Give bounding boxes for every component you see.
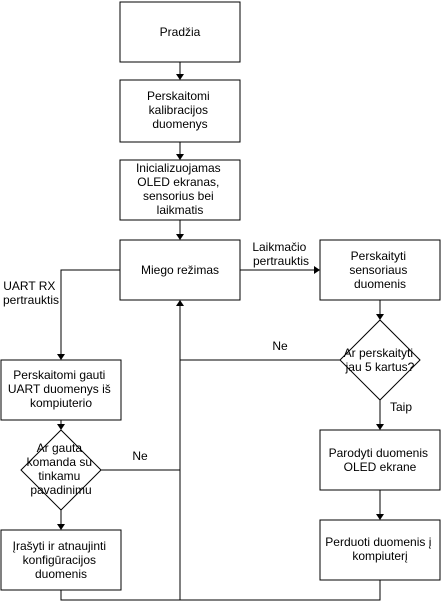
node-show-oled [319, 429, 441, 491]
arrowhead [176, 74, 184, 80]
node-show-oled-label: Parodyti duomenis OLED ekrane [329, 446, 432, 474]
node-decision-command [20, 429, 102, 511]
node-decision-five-times [339, 319, 421, 401]
edge-label-backdrop [253, 239, 309, 269]
node-init-devices [119, 159, 241, 221]
arrowhead [57, 354, 65, 360]
arrowhead [176, 234, 184, 240]
node-send-pc [319, 519, 441, 581]
node-sleep-mode-label: Miego režimas [141, 263, 219, 277]
node-write-config [0, 529, 122, 591]
edge-label-no-command: Ne [132, 449, 148, 463]
edge-sleep-to-read-uart [60, 269, 120, 354]
node-init-devices-label: Inicializuojamas OLED ekranas, sensorius… [136, 161, 224, 217]
node-send-pc-label: Perduoti duomenis į kompiuterį [325, 535, 434, 563]
node-read-sensor [319, 239, 441, 301]
node-write-config-label: Įrašyti ir atnaujinti konfigūracijos duo… [13, 539, 110, 581]
arrowhead [57, 524, 65, 530]
edge-label-backdrop [386, 398, 416, 414]
node-decision-five-times-label: Ar perskaityti jau 5 kartus? [344, 346, 417, 374]
arrowhead [376, 314, 384, 320]
edge-label-uart-interrupt: UART RX pertrauktis [3, 279, 59, 307]
arrowhead [376, 514, 384, 520]
edge-label-timer-interrupt: Laikmačio pertrauktis [252, 240, 309, 268]
edge-send-to-sleep [179, 306, 381, 601]
node-read-uart-label: Perskaitomi gauti UART duomenys iš kompi… [8, 368, 114, 410]
arrowhead [376, 424, 384, 430]
arrowhead [57, 424, 65, 430]
arrowhead [176, 154, 184, 160]
node-read-uart [0, 359, 122, 421]
edge-write-to-sleep [60, 590, 180, 601]
node-read-calibration-label: Perskaitomi kalibracijos duomenys [147, 89, 213, 131]
node-start-label: Pradžia [160, 25, 201, 39]
edge-label-yes-five: Taip [390, 400, 412, 414]
node-sleep-mode [119, 239, 241, 301]
node-read-sensor-label: Perskaityti sensoriaus duomenis [349, 249, 410, 291]
arrowhead [176, 300, 184, 306]
node-read-calibration [119, 79, 241, 143]
arrowhead [314, 266, 320, 274]
node-decision-command-label: Ar gauta komanda su tinkamu pavadinimu [27, 441, 96, 497]
edge-label-no-five: Ne [272, 339, 288, 353]
edge-label-backdrop [2, 277, 60, 309]
node-start [119, 1, 241, 63]
